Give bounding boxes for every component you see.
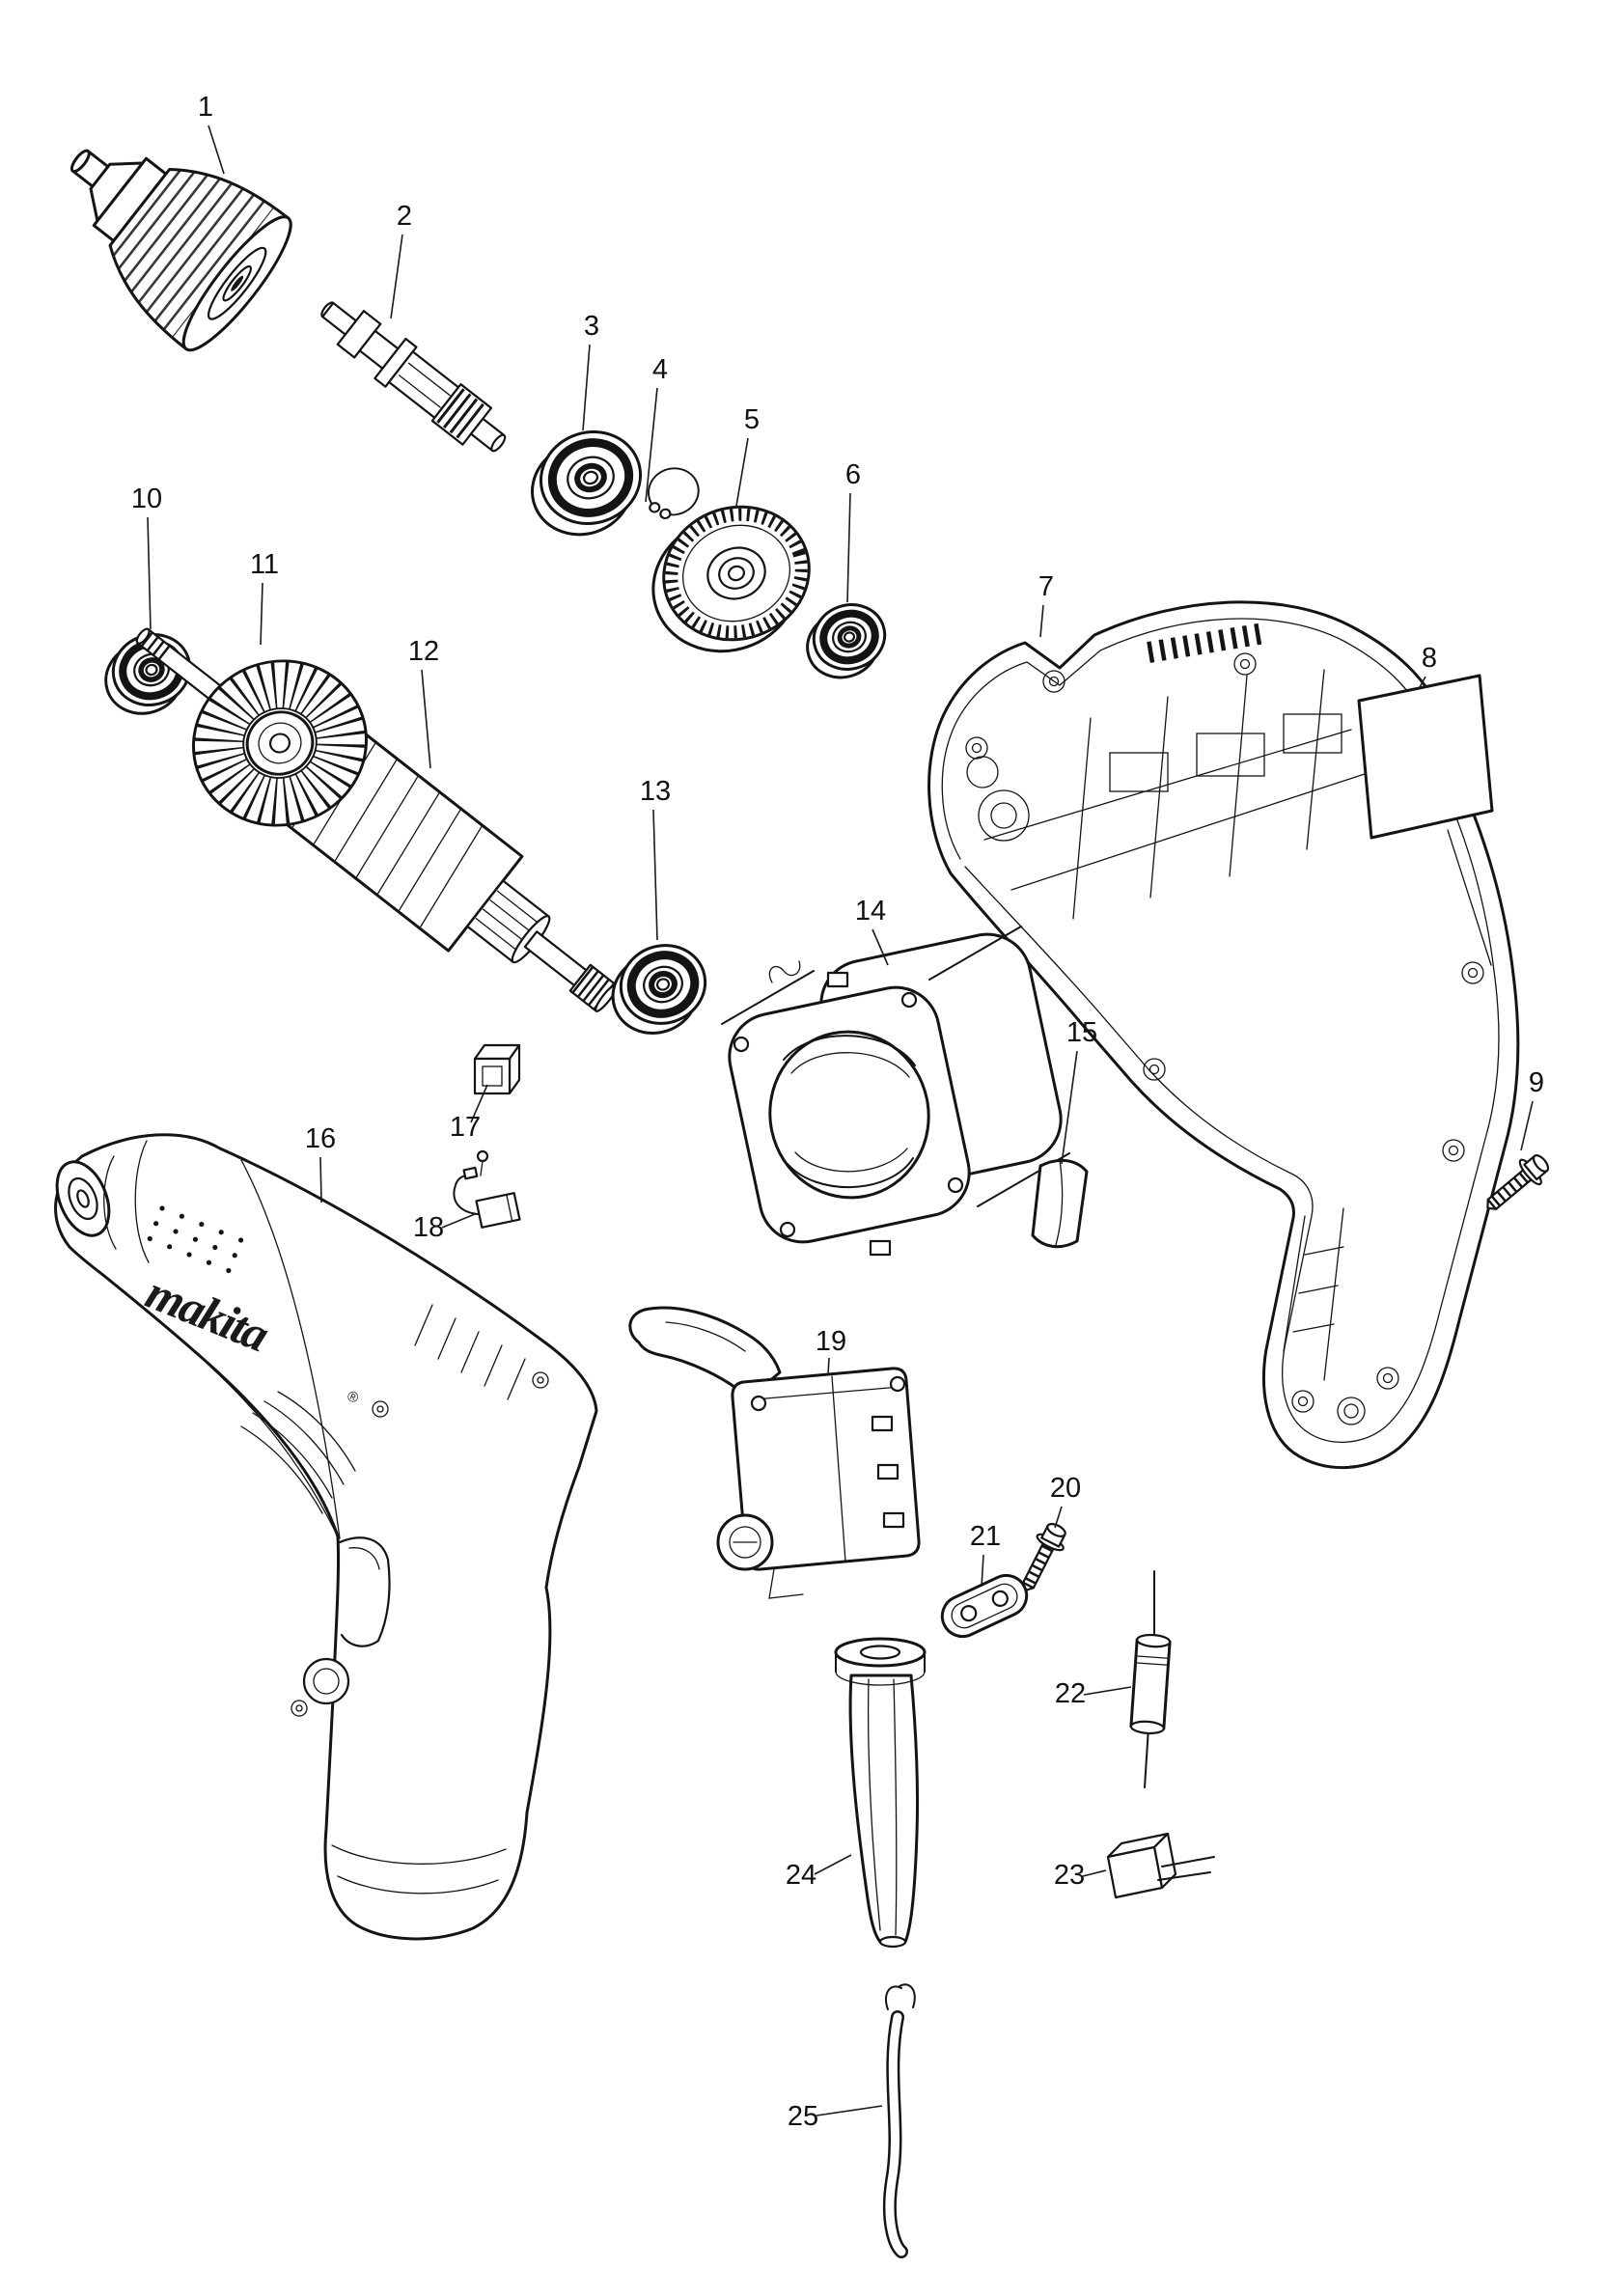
side-vents	[240, 1391, 356, 1514]
callout-part-14: 14	[855, 896, 889, 966]
callout-part-18: 18	[413, 1212, 476, 1243]
part-number-2: 2	[397, 201, 412, 232]
part-number-12: 12	[408, 636, 439, 667]
part-fan	[192, 659, 368, 827]
callout-part-17: 17	[450, 1084, 488, 1143]
part-number-14: 14	[855, 896, 886, 927]
part-number-20: 20	[1050, 1473, 1081, 1504]
part-housing-assembly-left: makita ®	[54, 1133, 598, 1941]
part-baffle-plate	[1031, 1158, 1089, 1249]
callout-part-3: 3	[582, 311, 599, 431]
part-nameplate-label	[1357, 674, 1494, 840]
part-drill-chuck	[69, 145, 292, 352]
trigger	[338, 1536, 391, 1647]
callout-part-15: 15	[1061, 1017, 1097, 1165]
part-number-11: 11	[250, 549, 279, 580]
part-number-1: 1	[198, 92, 213, 123]
rear-vents	[414, 1304, 526, 1400]
part-number-13: 13	[640, 776, 671, 807]
part-number-17: 17	[450, 1112, 481, 1143]
part-number-7: 7	[1038, 571, 1054, 602]
callout-part-5: 5	[735, 404, 760, 507]
part-ball-bearing-3	[531, 429, 643, 537]
part-number-15: 15	[1066, 1017, 1097, 1048]
callout-part-16: 16	[305, 1123, 336, 1203]
callout-part-21: 21	[970, 1521, 1001, 1588]
part-tapping-screw-9	[1486, 1154, 1550, 1210]
part-switch	[628, 1306, 921, 1599]
part-carbon-brush	[453, 1149, 521, 1229]
part-tapping-screw-20	[1022, 1523, 1066, 1591]
part-number-9: 9	[1529, 1067, 1544, 1098]
callout-part-1: 1	[198, 92, 225, 175]
part-number-25: 25	[788, 2101, 818, 2132]
callout-part-7: 7	[1038, 571, 1054, 638]
grip-dots	[147, 1205, 244, 1274]
part-number-21: 21	[970, 1521, 1001, 1552]
part-number-3: 3	[584, 311, 599, 342]
callout-part-10: 10	[131, 484, 162, 630]
callout-part-23: 23	[1054, 1860, 1107, 1891]
part-number-19: 19	[816, 1326, 846, 1357]
part-field-stator	[721, 926, 1070, 1257]
part-ball-bearing-6	[806, 603, 887, 679]
part-power-cord	[882, 1983, 916, 2258]
part-brush-holder	[473, 1043, 521, 1095]
callout-part-12: 12	[408, 636, 439, 769]
callout-part-19: 19	[816, 1326, 846, 1375]
callout-part-13: 13	[640, 776, 671, 941]
callout-part-20: 20	[1050, 1473, 1081, 1529]
screw-bosses	[965, 652, 1484, 1413]
part-number-23: 23	[1054, 1860, 1085, 1891]
part-number-10: 10	[131, 484, 162, 514]
part-number-18: 18	[413, 1212, 444, 1243]
drill-body-outline	[54, 1133, 598, 1941]
callout-part-6: 6	[845, 459, 861, 603]
callout-part-25: 25	[788, 2101, 883, 2132]
lock-button	[302, 1657, 350, 1705]
callout-part-2: 2	[390, 201, 412, 319]
part-retaining-ring	[648, 467, 700, 520]
part-number-24: 24	[786, 1860, 816, 1891]
callout-part-9: 9	[1520, 1067, 1544, 1151]
callout-part-11: 11	[250, 549, 279, 646]
part-number-16: 16	[305, 1123, 336, 1154]
housing-ribs	[983, 669, 1492, 1425]
callout-part-24: 24	[786, 1854, 852, 1891]
part-cord-guard	[834, 1637, 927, 1949]
part-number-4: 4	[652, 354, 668, 385]
part-gear	[651, 505, 811, 653]
part-spindle	[320, 301, 507, 453]
vent-slots	[1147, 622, 1266, 663]
callouts: 1 2 3 4 5 6 7 8	[131, 92, 1544, 2132]
part-number-5: 5	[744, 404, 760, 435]
callout-part-8: 8	[1418, 643, 1437, 690]
callout-part-22: 22	[1055, 1678, 1132, 1709]
part-number-8: 8	[1422, 643, 1437, 674]
part-terminal-block	[1106, 1832, 1215, 1899]
callout-part-4: 4	[645, 354, 668, 503]
part-number-22: 22	[1055, 1678, 1086, 1709]
part-ball-bearing-13	[611, 944, 707, 1035]
part-noise-suppressor	[1129, 1570, 1172, 1788]
part-cord-clamp	[940, 1573, 1029, 1639]
part-number-6: 6	[845, 459, 861, 490]
